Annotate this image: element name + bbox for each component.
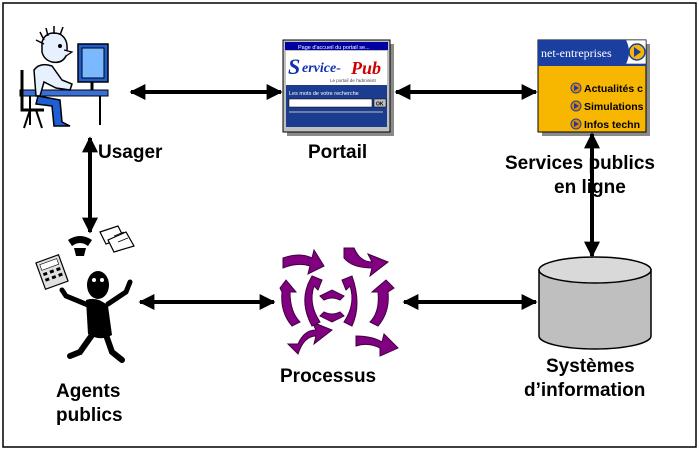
net-entreprises-window: net-entreprises Actualités c Simulations…: [537, 39, 650, 136]
agent-juggling-icon: [35, 225, 135, 363]
portal-logo-s: S: [288, 54, 300, 79]
portal-logo-right: Pub: [350, 58, 381, 78]
portal-titlebar: Page d'accueil du portail se...: [298, 45, 370, 51]
label-services-line2: en ligne: [554, 177, 626, 198]
label-services-line1: Services publics: [505, 153, 655, 174]
net-title: net-entreprises: [541, 46, 612, 60]
connectors: [82, 84, 600, 310]
portal-logo-middle: ervice-: [302, 61, 341, 76]
portal-ok-button: [373, 98, 387, 108]
label-systemes-line1: Systèmes: [546, 356, 635, 377]
label-systemes-line2: d’information: [524, 380, 646, 401]
user-at-computer-icon: [19, 26, 109, 129]
portal-tagline: Le portail de l'administr: [330, 78, 377, 83]
label-agents-line2: publics: [56, 405, 123, 426]
svg-text:Simulations: Simulations: [584, 101, 644, 113]
information-systems-database-icon: [538, 256, 652, 350]
portal-search-hint: Les mots de votre recherche: [289, 91, 359, 97]
net-item-2: Simulations: [570, 100, 644, 113]
net-item-3: Infos techn: [570, 118, 640, 131]
portal-ok-label: OK: [376, 102, 384, 108]
label-portail: Portail: [308, 142, 368, 163]
label-usager: Usager: [98, 142, 163, 163]
portal-search-field: [288, 98, 373, 108]
process-arrows-icon: [279, 247, 399, 357]
net-item-1: Actualités c: [570, 82, 643, 95]
svg-text:Infos techn: Infos techn: [584, 119, 640, 131]
svg-text:Actualités c: Actualités c: [584, 83, 643, 95]
label-agents-line1: Agents: [56, 381, 121, 402]
label-processus: Processus: [280, 366, 377, 387]
portal-window: Page d'accueil du portail se... S ervice…: [282, 39, 394, 136]
